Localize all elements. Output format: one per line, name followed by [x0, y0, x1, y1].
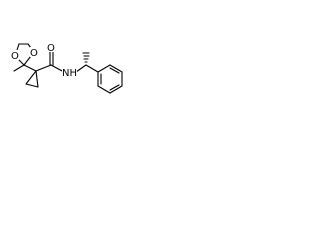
- hashed-wedge-methyl: [82, 52, 90, 63]
- atom-label-o-lower: O: [30, 48, 38, 59]
- bond-quaternary-carbonyl: [35, 64, 52, 72]
- bond-n-chiral: [75, 64, 87, 73]
- bond-cp-2: [25, 83, 39, 88]
- chemical-structure: O O O NH: [11, 42, 123, 94]
- bond-carbonyl-n: [50, 64, 65, 73]
- bond-methyl: [13, 64, 25, 72]
- phenyl-ring: [97, 64, 123, 94]
- atom-label-o-carbonyl: O: [47, 43, 55, 54]
- bond-cp-3: [35, 70, 39, 88]
- bond-chiral-phenyl: [85, 64, 99, 73]
- bond-cp-1: [25, 70, 37, 85]
- atom-label-nh: NH: [62, 68, 77, 79]
- bond-acetal-quaternary: [23, 64, 37, 72]
- atom-label-o-upper: O: [11, 51, 19, 62]
- cyclopropane-ring: [25, 70, 39, 88]
